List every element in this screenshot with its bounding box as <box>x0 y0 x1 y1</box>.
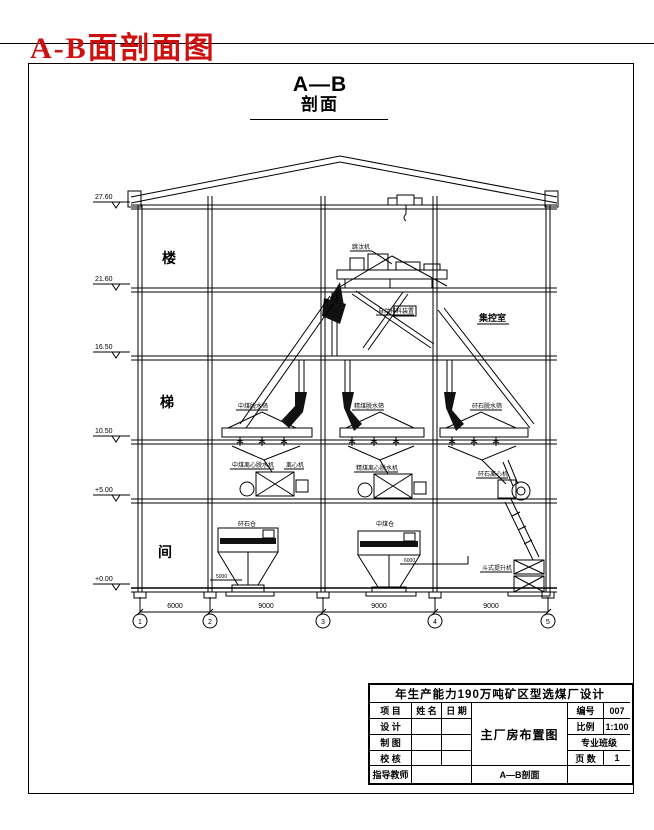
tb-meta-label-scale: 比例 <box>568 719 604 735</box>
drawing-title-line2: 剖面 <box>301 95 339 114</box>
tb-meta-label-number: 编号 <box>568 703 604 719</box>
axis-bubble-3: 3 <box>321 619 325 626</box>
label-gangue-screen: 矸石脱水筛 <box>472 402 502 410</box>
tb-row-draft: 制 图 <box>370 735 412 751</box>
label-discharge-device: 自动排料装置 <box>378 307 414 315</box>
gangue-bunker-shape <box>217 527 279 597</box>
elevation-27-60: 27.60 <box>95 194 113 201</box>
tb-draft-name-cell <box>412 735 442 751</box>
project-title: 年生产能力190万吨矿区型选煤厂设计 <box>370 685 630 703</box>
sheet-outer-line <box>0 43 654 44</box>
label-middlings-centrifuge: 中煤离心脱水机 <box>232 461 274 469</box>
tb-design-name-cell <box>412 719 442 735</box>
elevation-5-00: +5.00 <box>95 487 113 494</box>
tb-bottom-right-cell <box>568 766 630 783</box>
axis-bubble-2: 2 <box>208 619 212 626</box>
tb-check-date-cell <box>442 751 472 766</box>
dim-hopper-mid: 6000 <box>404 558 415 564</box>
label-jig: 跳汰机 <box>352 243 370 251</box>
tb-header-date: 日 期 <box>442 703 472 719</box>
bottom-dimensions: 6000 9000 9000 9000 1 2 3 4 5 <box>132 597 556 629</box>
roof <box>127 155 559 208</box>
title-block: 年生产能力190万吨矿区型选煤厂设计 项 目 姓 名 日 期 主厂房布置图 编号… <box>368 683 634 785</box>
elevation-marks: 27.60 21.60 16.50 10.50 +5.00 +0.00 <box>93 194 130 591</box>
drawing-title-line1: A—B <box>292 73 348 96</box>
sheet-border-frame <box>28 63 634 794</box>
elevation-16-50: 16.50 <box>95 344 113 351</box>
bucket-elevator-shape <box>502 459 551 597</box>
sheet-name: A—B剖面 <box>472 766 568 783</box>
tb-meta-value-scale: 1:100 <box>604 719 630 735</box>
misc-dimensions: 5000 6000 <box>210 556 469 581</box>
tb-meta-label-page: 页 数 <box>568 751 604 766</box>
dim-hopper-left: 5000 <box>216 574 227 580</box>
roof-hoist <box>387 194 423 222</box>
stair-char-3: 间 <box>158 544 172 560</box>
tb-design-date-cell <box>442 719 472 735</box>
elevation-0-00: +0.00 <box>95 576 113 583</box>
elevation-10-50: 10.50 <box>95 428 113 435</box>
tb-row-advisor: 指导教师 <box>370 766 412 783</box>
stair-char-1: 楼 <box>162 250 176 266</box>
tb-row-design: 设 计 <box>370 719 412 735</box>
drawing-name: 主厂房布置图 <box>472 703 568 766</box>
tb-draft-date-cell <box>442 735 472 751</box>
drawing-title-underline <box>250 119 388 121</box>
floor-lines <box>131 204 557 593</box>
stair-char-2: 梯 <box>160 394 174 410</box>
middlings-bunker-shape <box>357 530 421 597</box>
dim-bay-1: 6000 <box>167 603 183 610</box>
tb-header-name: 姓 名 <box>412 703 442 719</box>
label-middlings-bunker: 中煤仓 <box>376 520 394 528</box>
tb-header-item: 项 目 <box>370 703 412 719</box>
dewatering-screens <box>221 360 529 461</box>
tb-meta-value-number: 007 <box>604 703 630 719</box>
label-gangue-bunker: 矸石仓 <box>238 520 256 528</box>
elevation-21-60: 21.60 <box>95 276 113 283</box>
axis-bubble-1: 1 <box>138 619 142 626</box>
dim-bay-2: 9000 <box>258 603 274 610</box>
tb-row-check: 校 核 <box>370 751 412 766</box>
tb-advisor-cell <box>412 766 472 783</box>
label-centrifuge: 离心机 <box>286 461 304 469</box>
label-clean-coal-screen: 精煤脱水筛 <box>354 402 384 410</box>
label-clean-coal-centrifuge: 精煤离心脱水机 <box>356 464 398 472</box>
label-bucket-elevator: 斗式提升机 <box>482 564 512 572</box>
dim-bay-3: 9000 <box>371 603 387 610</box>
equipment-labels: 跳汰机 自动排料装置 集控室 中煤脱水筛 精煤脱水筛 矸石脱水筛 中煤离心脱水机… <box>230 243 512 573</box>
red-caption: A-B面剖面图 <box>30 32 216 65</box>
label-middlings-screen: 中煤脱水筛 <box>238 402 268 410</box>
dim-bay-4: 9000 <box>483 603 499 610</box>
axis-bubble-5: 5 <box>546 619 550 626</box>
drawing-title: A—B 剖面 <box>250 73 390 121</box>
axis-bubble-4: 4 <box>433 619 437 626</box>
label-control-room: 集控室 <box>478 312 506 323</box>
tb-check-name-cell <box>412 751 442 766</box>
stairwell-label: 楼 梯 间 <box>158 250 176 560</box>
tb-meta-value-page: 1 <box>604 751 630 766</box>
tb-meta-label-class: 专业班级 <box>568 735 630 751</box>
chutes-conveyors <box>239 290 535 429</box>
label-gangue-centrifuge: 矸石离心机 <box>478 470 508 478</box>
